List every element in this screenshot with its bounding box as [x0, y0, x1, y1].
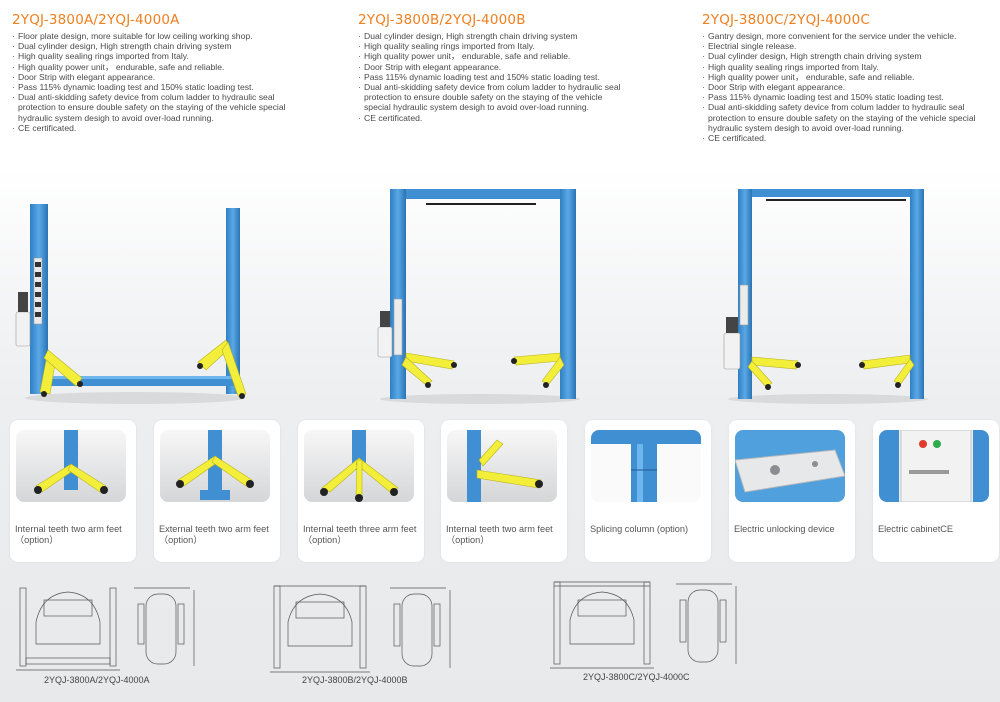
feature-item: Door Strip with elegant appearance. — [12, 72, 312, 82]
gantry-lift-c-illustration — [723, 189, 928, 404]
feature-item: High quality sealing rings imported from… — [358, 41, 630, 51]
external-two-arm-feet-photo — [160, 430, 270, 502]
model-b-feature-list: Dual cylinder design, High strength chai… — [358, 31, 630, 123]
drawing-label-a: 2YQJ-3800A/2YQJ-4000A — [44, 675, 150, 685]
feature-item: Floor plate design, more suitable for lo… — [12, 31, 312, 41]
model-a-specs: 2YQJ-3800A/2YQJ-4000A Floor plate design… — [12, 12, 312, 133]
option-card-internal-two-arm: Internal teeth two arm feet（option） — [10, 420, 136, 562]
feature-item: Pass 115% dynamic loading test and 150% … — [702, 92, 994, 102]
feature-item: Door Strip with elegant appearance. — [358, 62, 630, 72]
internal-three-arm-feet-photo — [304, 430, 414, 502]
option-card-external-two-arm: External teeth two arm feet（option） — [154, 420, 280, 562]
feature-item: High quality sealing rings imported from… — [702, 62, 994, 72]
feature-item: CE certificated. — [12, 123, 312, 133]
option-caption: Electric cabinetCE — [878, 524, 954, 534]
feature-item: Gantry design, more convenient for the s… — [702, 31, 994, 41]
option-card-electric-unlocking: Electric unlocking device — [729, 420, 855, 562]
option-card-internal-two-arm-alt: Internal teeth two arm feet（option） — [441, 420, 567, 562]
option-caption: Internal teeth three arm feet（option） — [303, 524, 417, 545]
drawing-label-c: 2YQJ-3800C/2YQJ-4000C — [583, 672, 690, 682]
feature-item: Pass 115% dynamic loading test and 150% … — [358, 72, 630, 82]
model-a-title: 2YQJ-3800A/2YQJ-4000A — [12, 12, 180, 28]
internal-two-arm-feet-column-photo — [447, 430, 557, 502]
technical-drawing-b — [270, 585, 451, 673]
feature-item: Dual cylinder design, High strength chai… — [358, 31, 630, 41]
feature-item: High quality power unit， endurable, safe… — [358, 51, 630, 61]
two-post-lift-b-illustration — [377, 189, 580, 404]
feature-item: Dual anti-skidding safety device from co… — [358, 82, 630, 113]
model-c-feature-list: Gantry design, more convenient for the s… — [702, 31, 994, 143]
model-a-feature-list: Floor plate design, more suitable for lo… — [12, 31, 312, 133]
feature-item: Electrial single release. — [702, 41, 994, 51]
option-caption: Electric unlocking device — [734, 524, 835, 534]
splicing-column-photo — [591, 430, 701, 502]
feature-item: CE certificated. — [702, 133, 994, 143]
option-card-splicing-column: Splicing column (option) — [585, 420, 711, 562]
feature-item: High quality power unit， endurable, safe… — [12, 62, 312, 72]
feature-item: Dual anti-skidding safety device from co… — [702, 102, 994, 133]
model-b-specs: 2YQJ-3800B/2YQJ-4000B Dual cylinder desi… — [358, 12, 630, 123]
feature-item: Dual cylinder design, High strength chai… — [12, 41, 312, 51]
option-caption: External teeth two arm feet（option） — [159, 524, 269, 545]
option-caption: Splicing column (option) — [590, 524, 689, 534]
feature-item: Dual cylinder design, High strength chai… — [702, 51, 994, 61]
electric-cabinet-photo — [879, 430, 989, 502]
technical-drawing-c — [550, 581, 737, 669]
option-card-electric-cabinet: Electric cabinetCE — [873, 420, 999, 562]
internal-two-arm-feet-photo — [16, 430, 126, 502]
drawing-label-b: 2YQJ-3800B/2YQJ-4000B — [302, 675, 408, 685]
electric-unlocking-device-photo — [735, 430, 845, 502]
model-c-title: 2YQJ-3800C/2YQJ-4000C — [702, 12, 870, 28]
option-caption: Internal teeth two arm feet（option） — [446, 524, 553, 545]
model-b-title: 2YQJ-3800B/2YQJ-4000B — [358, 12, 526, 28]
model-c-specs: 2YQJ-3800C/2YQJ-4000C Gantry design, mor… — [702, 12, 994, 143]
option-caption: Internal teeth two arm feet（option） — [15, 524, 122, 545]
option-card-internal-three-arm: Internal teeth three arm feet（option） — [298, 420, 424, 562]
floor-plate-lift-illustration — [15, 204, 247, 404]
technical-drawing-a — [16, 587, 195, 671]
feature-item: High quality sealing rings imported from… — [12, 51, 312, 61]
feature-item: Dual anti-skidding safety device from co… — [12, 92, 312, 123]
feature-item: High quality power unit， endurable, safe… — [702, 72, 994, 82]
feature-item: CE certificated. — [358, 113, 630, 123]
feature-item: Door Strip with elegant appearance. — [702, 82, 994, 92]
feature-item: Pass 115% dynamic loading test and 150% … — [12, 82, 312, 92]
